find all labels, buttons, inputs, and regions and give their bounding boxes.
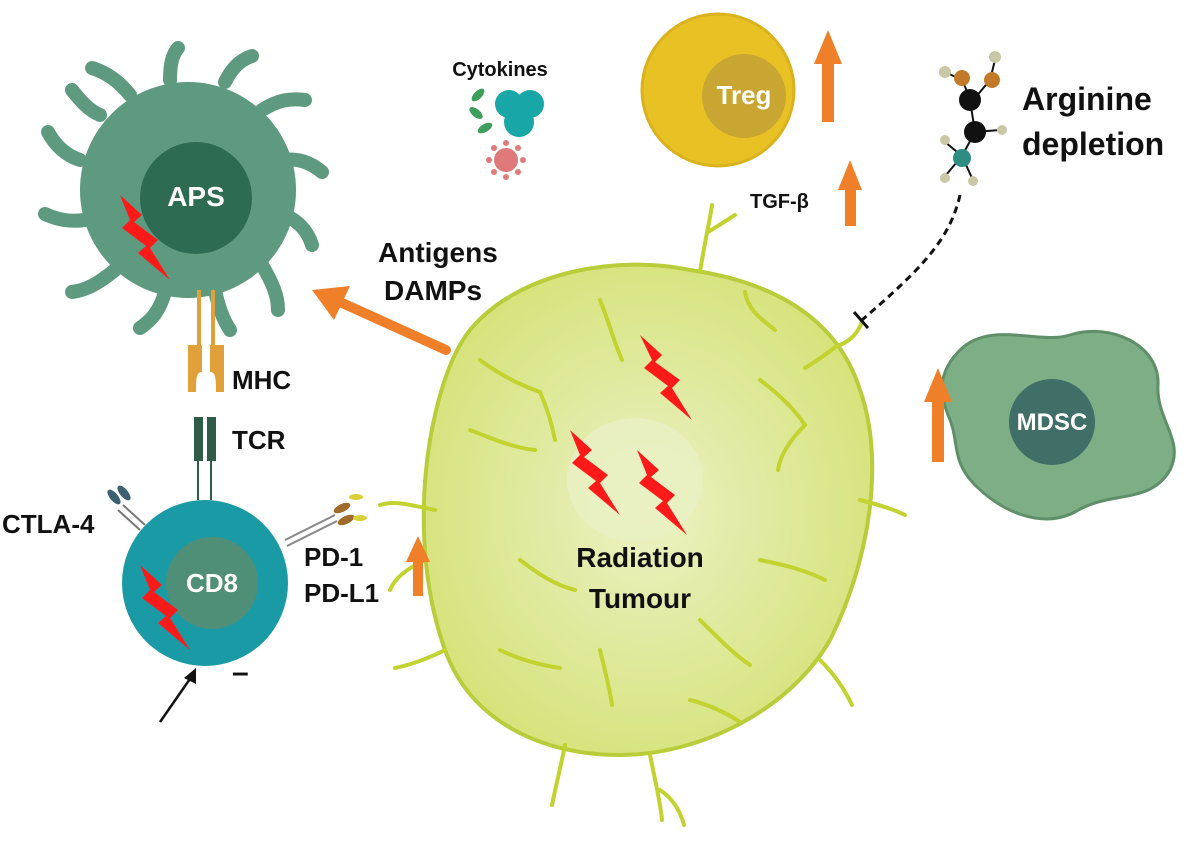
cytokines-label: Cytokines [452, 59, 548, 81]
treg-up-arrow [814, 30, 842, 122]
tumour-label: Tumour [589, 583, 691, 614]
treg-label: Treg [717, 80, 772, 110]
lightning-icon [120, 195, 170, 280]
ctla4-label: CTLA-4 [2, 509, 95, 539]
pd1-label: PD-1 [304, 542, 363, 572]
virus-icon [486, 140, 526, 180]
tumour-tendrils [378, 203, 907, 827]
aps-dendrites [38, 41, 329, 337]
depletion-label: depletion [1022, 126, 1164, 162]
tcr-molecule [194, 417, 216, 500]
aps-nucleus [140, 142, 252, 254]
arginine-atoms [939, 51, 1007, 186]
radiation-label: Radiation [576, 542, 704, 573]
pdl1-label: PD-L1 [304, 578, 379, 608]
antigens-label: Antigens [378, 237, 498, 268]
minus-sign: – [232, 656, 249, 689]
aps-label: APS [167, 181, 225, 212]
mdsc-nucleus [1009, 379, 1095, 465]
mhc-molecule [188, 290, 224, 392]
mdsc-cell: MDSC [940, 329, 1176, 521]
pdl1-up-arrow [406, 536, 430, 596]
treg-inner [702, 54, 786, 138]
tgf-beta-up-arrow [838, 160, 862, 226]
treg-cell: Treg [640, 12, 796, 168]
antigens-arrow [312, 286, 451, 355]
tumour-cell: Radiation Tumour [378, 203, 907, 827]
pd1-receptor [284, 494, 367, 547]
lightning-icon [140, 565, 190, 650]
arginine-label: Arginine [1022, 81, 1152, 117]
cytokines-cluster [469, 88, 544, 180]
mdsc-label: MDSC [1017, 409, 1088, 436]
cd8-cell: CD8 [122, 500, 288, 666]
cd8-label: CD8 [186, 568, 238, 598]
tgf-beta-label: TGF-β [750, 191, 809, 213]
inhibition-line [852, 194, 962, 329]
aps-cell: APS [38, 41, 329, 337]
mdsc-up-arrow [924, 368, 952, 462]
cd8-nucleus [166, 537, 258, 629]
damps-label: DAMPs [384, 275, 482, 306]
lightning-icon [570, 335, 692, 535]
ctla4-receptor [107, 485, 146, 531]
mhc-label: MHC [232, 365, 291, 395]
tumour-core [567, 418, 703, 542]
stimulus-arrow [158, 668, 196, 723]
tcr-label: TCR [232, 425, 286, 455]
